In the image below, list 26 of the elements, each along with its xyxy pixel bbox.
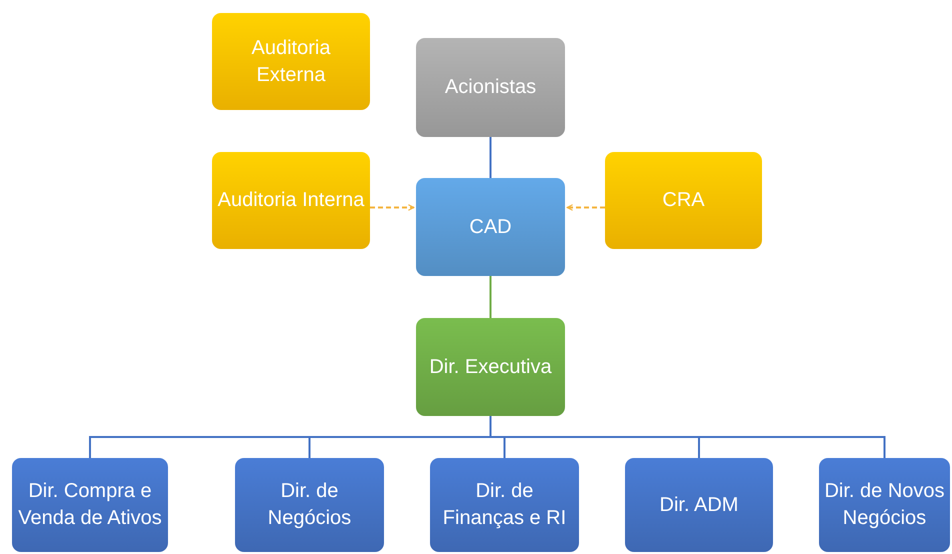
arrow: [370, 204, 415, 211]
org-box: [430, 458, 579, 552]
org-box: [212, 13, 370, 110]
box-label: Dir. de Negócios: [266, 479, 352, 531]
arrow: [566, 204, 605, 211]
org-box: [605, 152, 762, 249]
box-label: Auditoria Externa: [250, 36, 332, 88]
box-label: CAD: [469, 214, 512, 240]
org-box: [235, 458, 384, 552]
connector-line: [490, 276, 492, 318]
connector-line: [490, 137, 492, 178]
box-label: Dir. de Novos Negócios: [823, 479, 946, 531]
box-label: Acionistas: [444, 75, 536, 100]
box-label: Dir. de Finanças e RI: [442, 479, 568, 531]
box-label: Auditoria Interna: [218, 188, 364, 213]
org-box: [416, 318, 565, 416]
box-label: Dir. Compra e Venda de Ativos: [17, 479, 163, 531]
org-box: [819, 458, 950, 552]
org-box: [12, 458, 168, 552]
org-box: [416, 38, 565, 137]
box-label: CRA: [662, 188, 705, 213]
org-box: [625, 458, 773, 552]
box-label: Dir. Executiva: [429, 354, 552, 380]
box-label: Dir. ADM: [660, 492, 738, 518]
org-box: [416, 178, 565, 276]
org-box: [212, 152, 370, 249]
